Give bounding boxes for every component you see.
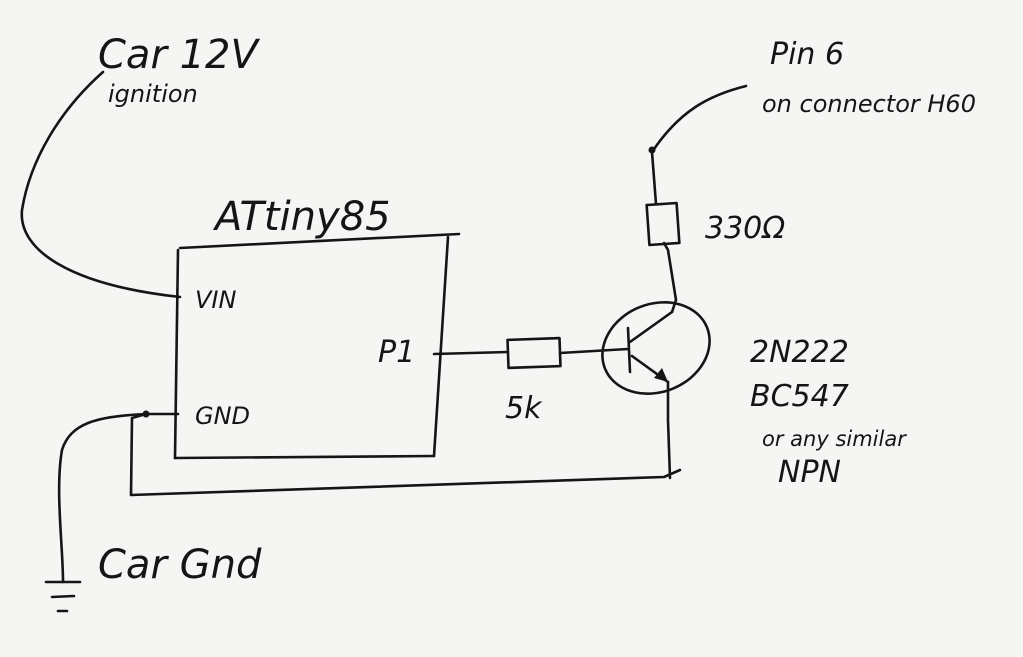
output-connector-label: on connector H60 [762,90,976,118]
base-resistor-label: 5k [505,391,543,426]
transistor-label-4: NPN [778,455,841,490]
output-pin-label: Pin 6 [770,37,844,72]
pin-vin-label: VIN [195,286,236,314]
transistor-label-1: 2N222 [750,335,849,370]
pin-p1-label: P1 [378,335,415,370]
p1-wire [432,350,510,356]
pin6-wire [650,84,748,206]
mcu-name-label: ATtiny85 [212,194,391,240]
supply-subtitle-label: ignition [108,80,198,108]
collector-resistor-label: 330Ω [705,211,785,246]
pin6-junction-dot [648,146,656,154]
emitter-wire [666,380,672,480]
transistor-label-2: BC547 [750,379,849,414]
ground-wire [57,412,180,584]
ground-label: Car Gnd [98,542,262,588]
collector-wire [662,241,678,314]
supply-title-label: Car 12V [98,32,261,78]
attiny85-chip-outline [173,232,461,460]
ground-symbol [44,580,82,613]
base-resistor-5k [506,336,562,370]
transistor-label-3: or any similar [762,427,907,451]
npn-transistor-symbol [601,300,711,396]
base-wire [558,347,630,355]
ignition-wire [20,70,182,299]
collector-resistor-330 [645,201,681,247]
pin-gnd-label: GND [195,402,250,430]
